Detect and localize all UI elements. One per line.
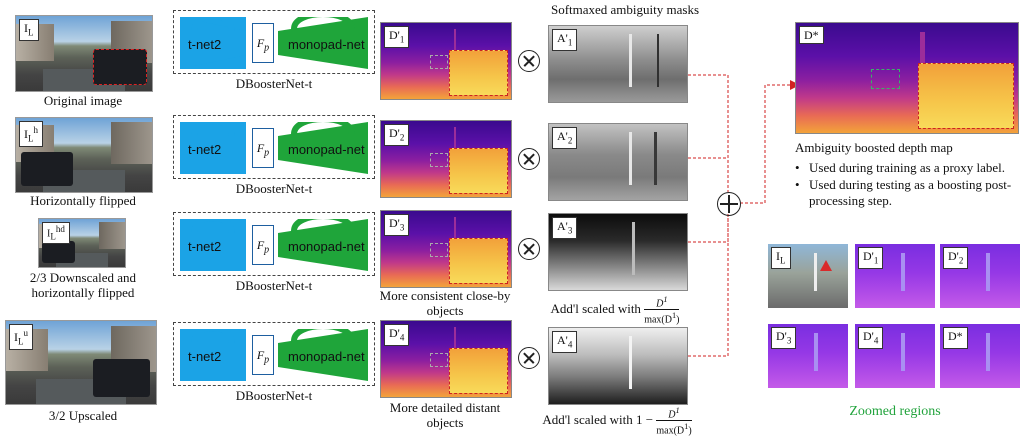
- zoom-tile-d4: D'4: [855, 324, 935, 388]
- monopad-shape-4: [278, 329, 368, 381]
- connector-a1: [688, 74, 729, 192]
- input-caption-1: Original image: [43, 93, 123, 108]
- monopad-label-4: monopad-net: [288, 349, 365, 364]
- depth-tag-2: D'2: [384, 124, 410, 147]
- tnet-label-4: t-net2: [188, 349, 222, 364]
- fp-block-4: Fp: [252, 335, 274, 375]
- ambiguity-mask-3: A'3: [548, 213, 688, 291]
- tnet-label-3: t-net2: [188, 239, 222, 254]
- zoom-tile-d3: D'3: [768, 324, 848, 388]
- zoom-tag-2: D'1: [858, 247, 884, 270]
- input-caption-3: 2/3 Downscaled and horizontally flipped: [29, 270, 137, 300]
- tnet-label-2: t-net2: [188, 142, 222, 157]
- ambiguity-caption-4: Add'l scaled with 1 − D1 max(D1): [510, 405, 724, 437]
- ambiguity-caption-3: Add'l scaled with D1 max(D1): [520, 294, 710, 326]
- depth-map-2: D'2: [380, 120, 512, 198]
- zoomed-caption: Zoomed regions: [849, 404, 941, 419]
- input-image-downscaled: ILhd: [38, 218, 126, 268]
- input-tag-4: ILu: [9, 324, 33, 351]
- output-tag: D*: [799, 26, 824, 44]
- fp-block-1: Fp: [252, 23, 274, 63]
- tnet-label-1: t-net2: [188, 37, 222, 52]
- ambiguity-tag-4: A'4: [552, 331, 578, 354]
- ambiguity-mask-2: A'2: [548, 123, 688, 201]
- zoom-tag-3: D'2: [943, 247, 969, 270]
- monopad-label-2: monopad-net: [288, 142, 365, 157]
- fp-block-3: Fp: [252, 225, 274, 265]
- depth-tag-3: D'3: [384, 214, 410, 237]
- ambiguity-tag-2: A'2: [552, 127, 578, 150]
- zoom-tag-1: IL: [771, 247, 791, 270]
- connector-out: [740, 84, 790, 204]
- ambiguity-fraction-3: D1 max(D1): [644, 295, 680, 326]
- ambiguity-tag-3: A'3: [552, 217, 578, 240]
- depth-caption-3: More consistent close-by objects: [379, 288, 511, 318]
- tnet-shape-3: [180, 219, 246, 271]
- ambiguity-caption-3-text: Add'l scaled with: [550, 300, 641, 316]
- monopad-label-1: monopad-net: [288, 37, 365, 52]
- multiply-icon-2: [518, 148, 540, 170]
- depth-tag-1: D'1: [384, 26, 410, 49]
- ambiguity-tag-1: A'1: [552, 29, 578, 52]
- zoom-tile-input: IL: [768, 244, 848, 308]
- tnet-shape-1: [180, 17, 246, 69]
- sum-icon: [717, 192, 741, 216]
- connector-a3: [688, 214, 729, 243]
- input-image-original: IL: [15, 15, 153, 92]
- tnet-shape-2: [180, 122, 246, 174]
- network-caption-2: DBoosterNet-t: [235, 181, 313, 196]
- zoom-tag-5: D'4: [858, 327, 884, 350]
- depth-map-3: D'3: [380, 210, 512, 288]
- connector-a4: [688, 214, 729, 357]
- multiply-icon-4: [518, 347, 540, 369]
- output-depth-map: D*: [795, 22, 1019, 134]
- output-caption: Ambiguity boosted depth map: [795, 140, 953, 155]
- monopad-label-3: monopad-net: [288, 239, 365, 254]
- network-caption-1: DBoosterNet-t: [235, 76, 313, 91]
- input-caption-4: 3/2 Upscaled: [48, 408, 118, 423]
- network-caption-3: DBoosterNet-t: [235, 278, 313, 293]
- input-caption-2: Horizontally flipped: [30, 193, 136, 208]
- header-title: Softmaxed ambiguity masks: [550, 2, 700, 17]
- network-box-2: t-net2 Fp monopad-net: [173, 115, 375, 179]
- multiply-icon-1: [518, 50, 540, 72]
- monopad-shape-3: [278, 219, 368, 271]
- input-image-upscaled: ILu: [5, 320, 157, 405]
- tnet-shape-4: [180, 329, 246, 381]
- network-caption-4: DBoosterNet-t: [235, 388, 313, 403]
- multiply-icon-3: [518, 238, 540, 260]
- zoom-tile-d1: D'1: [855, 244, 935, 308]
- input-tag-2: ILh: [19, 121, 43, 148]
- zoom-tile-d2: D'2: [940, 244, 1020, 308]
- ambiguity-fraction-4: D1 max(D1): [656, 406, 692, 437]
- ambiguity-mask-1: A'1: [548, 25, 688, 103]
- zoom-tile-dstar: D*: [940, 324, 1020, 388]
- depth-tag-4: D'4: [384, 324, 410, 347]
- output-bullets: Used during training as a proxy label. U…: [795, 160, 1017, 210]
- network-box-1: t-net2 Fp monopad-net: [173, 10, 375, 74]
- input-tag-3: ILhd: [42, 222, 70, 245]
- depth-map-1: D'1: [380, 22, 512, 100]
- depth-map-4: D'4: [380, 320, 512, 398]
- output-bullet-1: Used during training as a proxy label.: [795, 160, 1017, 176]
- network-box-3: t-net2 Fp monopad-net: [173, 212, 375, 276]
- monopad-shape-2: [278, 122, 368, 174]
- input-image-flipped: ILh: [15, 117, 153, 193]
- depth-caption-4: More detailed distant objects: [389, 400, 501, 430]
- output-bullet-2: Used during testing as a boosting post-p…: [795, 177, 1017, 209]
- ambiguity-caption-4-text: Add'l scaled with 1 −: [542, 411, 654, 427]
- ambiguity-mask-4: A'4: [548, 327, 688, 405]
- fp-block-2: Fp: [252, 128, 274, 168]
- monopad-shape-1: [278, 17, 368, 69]
- network-box-4: t-net2 Fp monopad-net: [173, 322, 375, 386]
- zoom-tag-4: D'3: [771, 327, 797, 350]
- input-tag-1: IL: [19, 19, 39, 42]
- zoom-tag-6: D*: [943, 327, 968, 350]
